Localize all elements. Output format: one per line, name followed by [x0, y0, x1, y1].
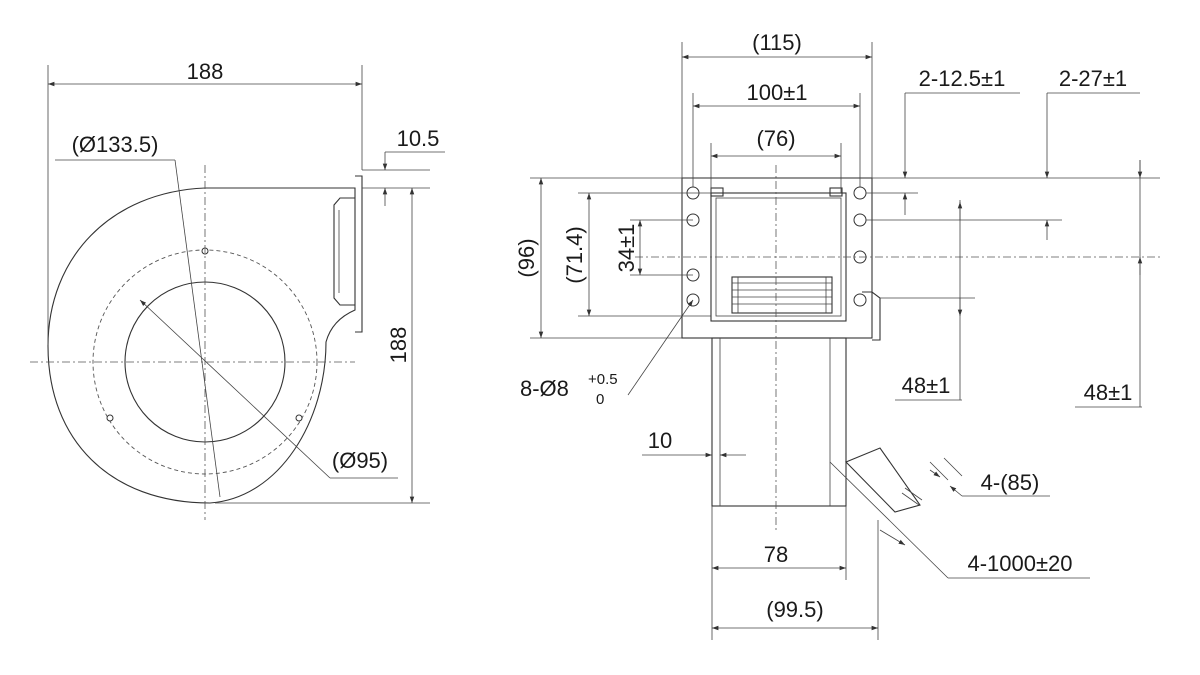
- side-flange: [355, 175, 363, 333]
- front-inner-width-label: (76): [756, 126, 795, 151]
- front-holes-tol-lower: 0: [596, 391, 604, 408]
- front-hole-pitch-label: 34±1: [614, 224, 639, 273]
- front-offset-left-label: 48±1: [902, 373, 951, 398]
- front-outlet-wall-label: 10: [648, 428, 672, 453]
- side-width-label: 188: [187, 59, 224, 84]
- front-outlet-outer-label: (99.5): [766, 597, 823, 622]
- front-slot-pitch-label: 2-27±1: [1059, 66, 1127, 91]
- front-slot-width-label: 2-12.5±1: [919, 66, 1006, 91]
- front-total-width-label: (115): [752, 30, 802, 55]
- side-screw-hole: [106, 414, 114, 422]
- front-impeller: [731, 276, 833, 314]
- front-wire-length-label: 4-1000±20: [967, 551, 1072, 576]
- front-mount-hole: [853, 186, 867, 200]
- side-motor-tab: [333, 197, 355, 306]
- front-outlet-duct: [711, 337, 847, 507]
- front-wire-length-leader: [829, 461, 949, 579]
- front-hole-spacing-label: 100±1: [746, 80, 807, 105]
- front-clip: [710, 187, 724, 197]
- side-inner-diameter-leader: [139, 299, 331, 479]
- side-flange-label: 10.5: [397, 126, 440, 151]
- side-housing-outline: [47, 187, 356, 504]
- side-outer-diameter-label: (Ø133.5): [72, 132, 159, 157]
- front-mount-hole: [853, 213, 867, 227]
- front-clip: [829, 187, 843, 197]
- front-wire-count-label: 4-(85): [981, 470, 1040, 495]
- front-cable: [845, 447, 921, 513]
- front-inner-height-label: (71.4): [562, 226, 587, 283]
- side-screw-hole: [295, 414, 303, 422]
- side-outer-diameter-leader: [174, 159, 221, 498]
- side-inner-diameter-label: (Ø95): [332, 448, 388, 473]
- front-view: (115) 100±1 (76) 2-12.5±1 2-27±1 48±1: [514, 30, 1160, 640]
- front-holes-label: 8-Ø8: [520, 376, 569, 401]
- front-outlet-inner-label: 78: [764, 542, 788, 567]
- side-height-label: 188: [386, 327, 411, 364]
- front-mount-hole: [853, 293, 867, 307]
- front-total-height-label: (96): [514, 238, 539, 277]
- side-view: 188 188 10.5 (Ø133.5) (Ø95): [30, 59, 445, 520]
- front-holes-leader: [627, 299, 694, 396]
- front-offset-right-label: 48±1: [1084, 380, 1133, 405]
- front-holes-tol-upper: +0.5: [588, 371, 618, 388]
